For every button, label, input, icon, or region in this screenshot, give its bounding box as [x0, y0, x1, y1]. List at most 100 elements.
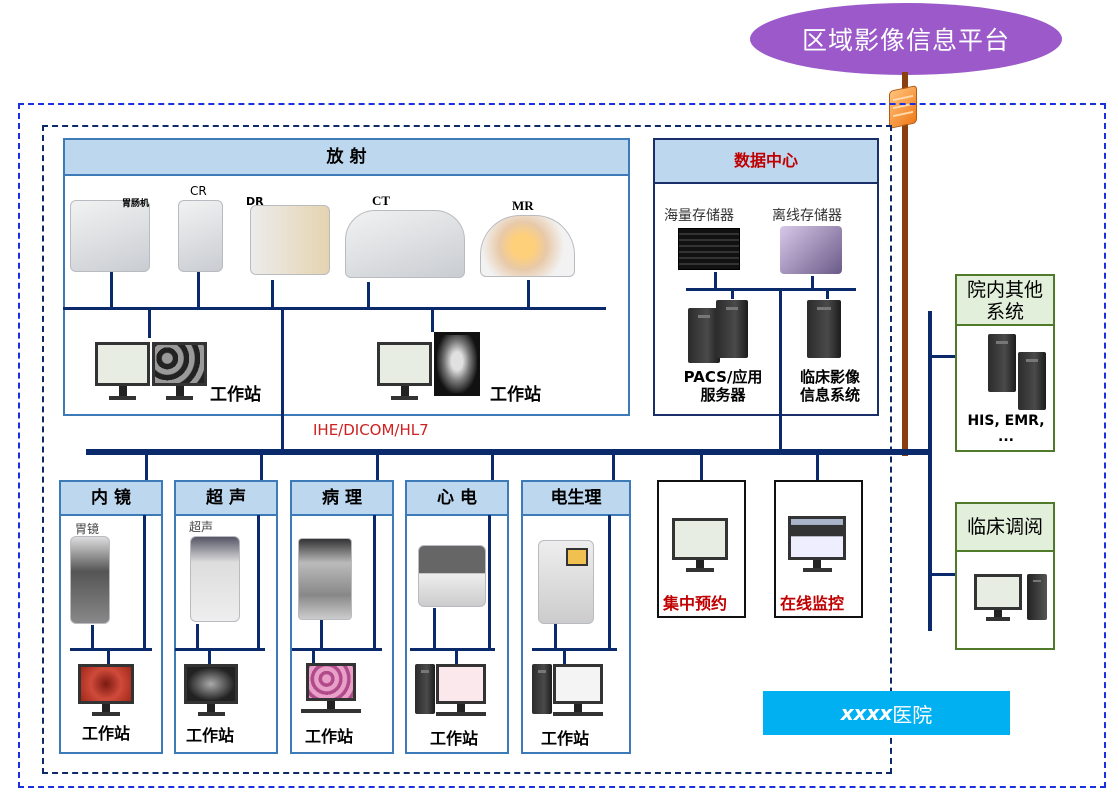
- cr-machine-icon: [178, 200, 223, 272]
- department-trunk: [257, 515, 260, 649]
- gi-xray-machine-icon: [70, 200, 150, 272]
- clinical-review-monitor-icon: [974, 574, 1022, 622]
- department-local-bus: [292, 648, 382, 651]
- modality-label-dr: DR: [246, 195, 264, 208]
- radiology-modality-drop: [527, 280, 530, 308]
- department-trunk: [608, 515, 611, 649]
- department-drop: [376, 454, 379, 481]
- radiology-trunk: [281, 308, 284, 450]
- radiology-modality-bus: [63, 307, 606, 310]
- ecg-device-icon: [418, 545, 486, 607]
- offline-storage-icon: [780, 226, 842, 274]
- main-backbone-bus: [86, 449, 932, 455]
- data-center-drop: [811, 276, 814, 289]
- ep-workstation-monitor-icon: [553, 664, 603, 718]
- central-appointment-monitor-icon: [672, 518, 728, 574]
- other-systems-connector: [928, 355, 956, 358]
- department-title: 内 镜: [61, 482, 161, 516]
- endoscopy-workstation-monitor-icon: [78, 664, 134, 718]
- modality-label-gi: 胃肠机: [122, 199, 150, 209]
- workstation-drop: [563, 650, 566, 664]
- modality-label-mr: MR: [512, 198, 534, 213]
- modality-label-cr: CR: [190, 184, 207, 198]
- device-drop: [91, 625, 94, 649]
- dr-machine-icon: [250, 205, 330, 275]
- device-label: 超声: [189, 520, 214, 534]
- department-drop: [145, 454, 148, 481]
- radiology-ws-drop: [431, 308, 434, 332]
- department-local-bus: [70, 648, 152, 651]
- data-center-panel: 数据中心: [653, 138, 879, 416]
- modality-label-ct: CT: [372, 193, 391, 208]
- department-drop: [612, 454, 615, 481]
- workstation-drop: [455, 650, 458, 664]
- regional-platform-label: 区域影像信息平台: [801, 26, 1010, 55]
- workstation-label: 工作站: [430, 729, 479, 748]
- ep-workstation-tower-icon: [532, 664, 552, 714]
- pacs-server-icon-2: [716, 300, 748, 358]
- clinical-review-tower-icon: [1027, 574, 1047, 620]
- radiology-workstation-2-xray-monitor-icon: [434, 332, 480, 404]
- offline-storage-label: 离线存储器: [772, 208, 842, 224]
- department-drop: [491, 454, 494, 481]
- radiology-ws-drop: [148, 308, 151, 338]
- mr-scanner-icon: [480, 215, 575, 277]
- ecg-workstation-monitor-icon: [436, 664, 486, 718]
- online-monitoring-monitor-icon: [788, 516, 846, 574]
- data-center-drop: [714, 272, 717, 289]
- department-title: 超 声: [176, 482, 276, 516]
- data-center-bus: [686, 288, 856, 291]
- other-systems-server-icon: [988, 334, 1016, 392]
- data-center-drop: [826, 289, 829, 299]
- other-systems-caption: HIS, EMR, ...: [967, 413, 1045, 445]
- uplink-line: [902, 72, 908, 456]
- other-systems-title-line1: 院内其他: [966, 279, 1043, 301]
- device-drop: [433, 608, 436, 649]
- workstation-drop: [107, 650, 110, 664]
- pacs-server-label-line2: 服务器: [700, 386, 746, 404]
- other-systems-title: 院内其他 系统: [957, 276, 1053, 326]
- ecg-workstation-tower-icon: [415, 664, 435, 714]
- department-local-bus: [175, 648, 265, 651]
- pacs-server-label-line1: PACS/应用: [683, 368, 763, 386]
- radiology-modality-drop: [110, 272, 113, 308]
- device-drop: [196, 624, 199, 649]
- endoscope-device-icon: [70, 536, 110, 624]
- workstation-label: 工作站: [541, 729, 590, 748]
- department-title: 心 电: [407, 482, 507, 516]
- department-trunk: [143, 515, 146, 649]
- online-monitoring-label: 在线监控: [780, 594, 845, 613]
- department-local-bus: [410, 648, 495, 651]
- data-center-title: 数据中心: [655, 140, 877, 184]
- radiology-workstation-1-label: 工作站: [210, 385, 261, 405]
- radiology-modality-drop: [367, 282, 370, 308]
- clinical-review-connector: [928, 573, 956, 576]
- mass-storage-label: 海量存储器: [664, 208, 734, 224]
- device-drop: [554, 624, 557, 649]
- pacs-server-icon: [688, 308, 720, 363]
- workstation-label: 工作站: [82, 724, 131, 743]
- workstation-label: 工作站: [186, 726, 235, 745]
- radiology-workstation-1-image-monitor-icon: [152, 342, 207, 402]
- central-appointment-label: 集中预约: [663, 594, 728, 613]
- radiology-modality-drop: [197, 272, 200, 308]
- clinical-imaging-server-icon: [807, 300, 841, 358]
- radiology-title: 放 射: [65, 140, 628, 176]
- radiology-workstation-2-monitor-icon: [377, 342, 432, 402]
- department-drop: [260, 454, 263, 481]
- data-center-drop: [731, 289, 734, 299]
- radiology-workstation-2-label: 工作站: [490, 385, 541, 405]
- data-center-trunk: [779, 289, 782, 450]
- ct-scanner-icon: [345, 210, 465, 278]
- device-label: 胃镜: [75, 522, 100, 536]
- ultrasound-device-icon: [190, 536, 240, 622]
- pathology-workstation-monitor-icon: [301, 663, 361, 717]
- clinical-review-title: 临床调阅: [957, 504, 1053, 552]
- ep-screen-icon: [566, 548, 588, 566]
- ultrasound-workstation-monitor-icon: [184, 664, 238, 718]
- clinical-imaging-label-line1: 临床影像: [799, 368, 860, 386]
- department-title: 病 理: [292, 482, 392, 516]
- clinical-imaging-system-label: 临床影像 信息系统: [782, 368, 878, 404]
- pacs-server-label: PACS/应用 服务器: [668, 368, 778, 404]
